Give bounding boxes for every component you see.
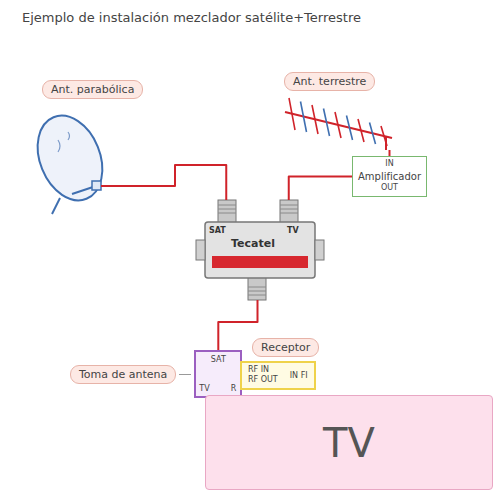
mixer-box: SAT TV Tecatel [195, 200, 320, 300]
antenna-element [324, 109, 330, 137]
port-label: RF OUT [248, 375, 278, 385]
f-connector [218, 200, 236, 224]
antenna-element [301, 102, 307, 133]
antenna-element [335, 112, 341, 138]
device-marking: Tecatel [231, 237, 275, 250]
satellite-dish [26, 106, 140, 214]
device-marking: SAT [209, 226, 226, 235]
antenna-element [358, 119, 364, 142]
tv-label: TV [323, 420, 375, 466]
coax-cable [289, 177, 352, 200]
callout-tag: Receptor [252, 338, 319, 357]
wall-socket: Toma de antena SAT TV R [70, 350, 242, 398]
amplifier-label: Amplificador [358, 170, 421, 184]
antenna-boom [285, 112, 392, 138]
amplifier-box: INAmplificadorOUT [352, 156, 427, 197]
antenna-group: Ant. parabólica [30, 72, 140, 222]
port-label: TV [199, 384, 209, 393]
coax-cable [218, 300, 257, 350]
antenna-element [381, 126, 387, 146]
mixer-device [196, 200, 324, 300]
antenna-group: Ant. terrestre [262, 72, 412, 150]
amplifier-label: IN [385, 159, 393, 170]
rf-column: RF INRF OUT [248, 365, 278, 386]
amplifier-label: OUT [381, 183, 398, 194]
port-label: IN FI [290, 371, 308, 380]
tv-set: TV [205, 395, 493, 490]
dish-mark [58, 132, 70, 152]
mixer-ear [315, 240, 324, 260]
callout-tag: Toma de antena [70, 365, 176, 384]
leader-line [179, 374, 191, 375]
port-label: RF IN [248, 365, 278, 375]
port-label: R [231, 384, 237, 393]
socket-plate: SAT TV R [194, 350, 242, 398]
diagram-title: Ejemplo de instalación mezclador satélit… [22, 10, 361, 25]
device-marking: TV [287, 226, 299, 235]
antenna-element [370, 123, 376, 145]
receiver-panel: RF INRF OUT IN FI [240, 361, 316, 390]
port-label: SAT [196, 355, 240, 364]
f-connector [248, 276, 266, 300]
callout-tag: Ant. terrestre [284, 72, 375, 91]
f-connector [280, 200, 298, 224]
receiver-box: Receptor RF INRF OUT IN FI [240, 338, 319, 390]
callout-tag: Ant. parabólica [42, 80, 143, 99]
terrestrial-antenna [285, 98, 392, 150]
antenna-element [289, 98, 295, 130]
dish-reflector [26, 106, 115, 210]
mixer-ear [196, 240, 205, 260]
mixer-body [205, 222, 315, 278]
antenna-element [312, 105, 318, 134]
dish-mount [52, 198, 60, 214]
dish-cable [101, 185, 140, 187]
dish-lnb [92, 181, 101, 190]
mixer-label-stripe [212, 256, 308, 268]
antenna-element [347, 116, 353, 141]
coax-cable [140, 165, 226, 200]
